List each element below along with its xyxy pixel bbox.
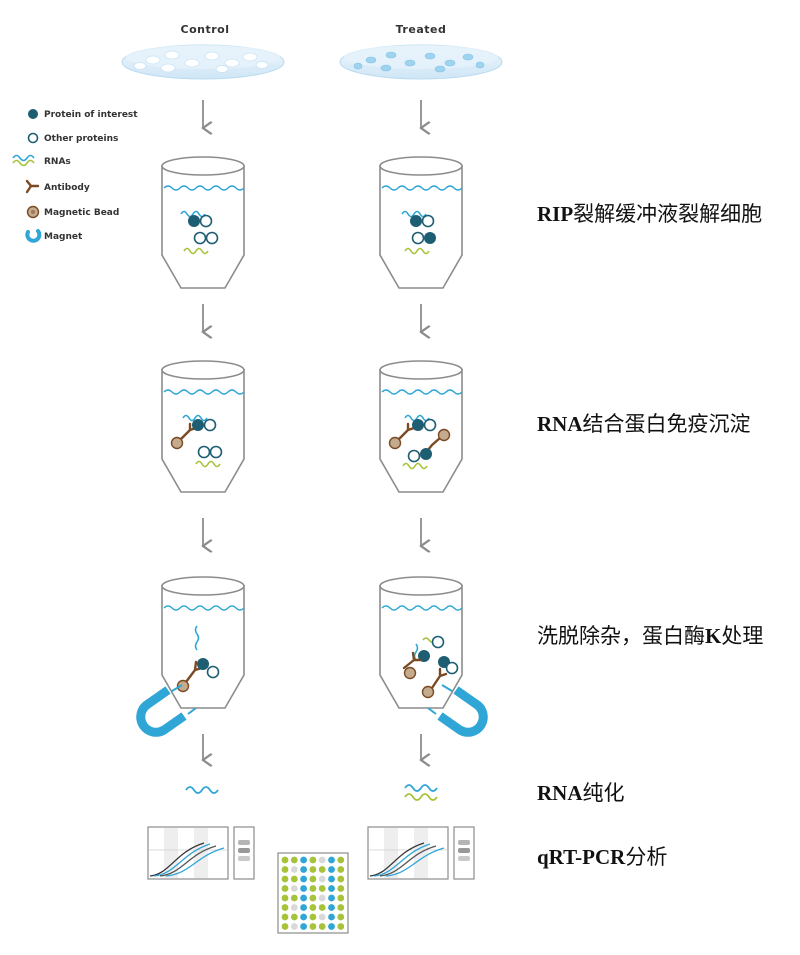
plate-well [281,875,289,883]
treated-ip-tube [379,360,463,493]
step-label-rna-purification: RNA纯化 [537,781,625,805]
plate-well [328,885,335,892]
flow-arrows [203,100,421,760]
plate-well [337,894,345,902]
legend-label-magnetic-bead: Magnetic Bead [44,208,119,218]
plate-well [309,894,317,902]
treated-petri-dish [339,44,503,80]
plate-well [309,923,317,930]
plate-well [318,913,326,921]
legend-label-other-proteins: Other proteins [44,134,118,144]
plate-well [318,875,326,883]
plate-well [337,913,345,921]
plate-well [309,885,317,892]
control-petri-dish [121,44,285,80]
plate-well [290,885,298,892]
plate-well [300,904,307,911]
treated-wash-tube [379,576,463,709]
control-ip-tube [161,360,245,493]
protein-of-interest-icon [28,109,38,119]
plate-well [290,913,298,921]
plate-well [300,894,307,902]
other-proteins-icon [27,132,39,144]
plate-well [300,856,307,864]
control-purified-rna [185,786,219,794]
plate-well [337,923,345,930]
step-label-immunoprecipitation: RNA结合蛋白免疫沉淀 [537,412,751,436]
plate-well [318,904,326,911]
plate-well [337,856,345,864]
plate-well [300,885,307,892]
plate-well [337,875,345,883]
plate-well [328,913,335,921]
plate-well [318,894,326,902]
plate-well [309,866,317,873]
treated-column-title: Treated [396,23,447,36]
plate-well [309,913,317,921]
plate-well [281,913,289,921]
plate-well [318,866,326,873]
treated-magnet [427,684,488,737]
plate-well [281,904,289,911]
plate-well [337,904,345,911]
plate-well [290,875,298,883]
step-label-qrt-pcr: qRT-PCR分析 [537,845,667,869]
step-label-wash-proteinase-k: 洗脱除杂，蛋白酶K处理 [537,624,763,648]
plate-well [290,856,298,864]
plate-well [328,856,335,864]
plate-well [290,866,298,873]
plate-well [337,885,345,892]
magnetic-bead-icon [26,205,40,219]
plate-well [318,856,326,864]
plate-well [281,894,289,902]
treated-lysis-tube [379,156,463,289]
legend-label-rnas: RNAs [44,157,71,167]
magnet-icon [25,229,42,243]
control-lysis-tube [161,156,245,289]
plate-well [290,894,298,902]
control-column-title: Control [181,23,230,36]
legend-label-magnet: Magnet [44,232,83,242]
treated-qpcr-plot [367,826,475,880]
plate-well [290,923,298,930]
plate-well [328,904,335,911]
plate-well [300,866,307,873]
plate-well [328,866,335,873]
plate-well [309,875,317,883]
plate-well [281,923,289,930]
plate-well [328,923,335,930]
plate-well [328,894,335,902]
treated-purified-rna [404,784,438,801]
plate-well [281,856,289,864]
antibody-icon [25,179,40,194]
plate-well [337,866,345,873]
control-magnet [136,684,197,737]
plate-well [300,923,307,930]
plate-well [309,856,317,864]
control-qpcr-plot [147,826,255,880]
plate-well [300,875,307,883]
rnas-icon [12,154,35,167]
control-wash-tube [161,576,245,709]
step-label-lysis: RIP裂解缓冲液裂解细胞 [537,202,762,226]
legend-label-antibody: Antibody [44,183,90,193]
microplate [277,852,349,934]
plate-well [318,923,326,930]
plate-well [300,913,307,921]
plate-well [281,885,289,892]
plate-well [328,875,335,883]
plate-well [318,885,326,892]
legend: Protein of interest Other proteins RNAs … [12,109,138,243]
legend-label-protein-of-interest: Protein of interest [44,110,138,120]
plate-well [309,904,317,911]
plate-well [290,904,298,911]
plate-well [281,866,289,873]
